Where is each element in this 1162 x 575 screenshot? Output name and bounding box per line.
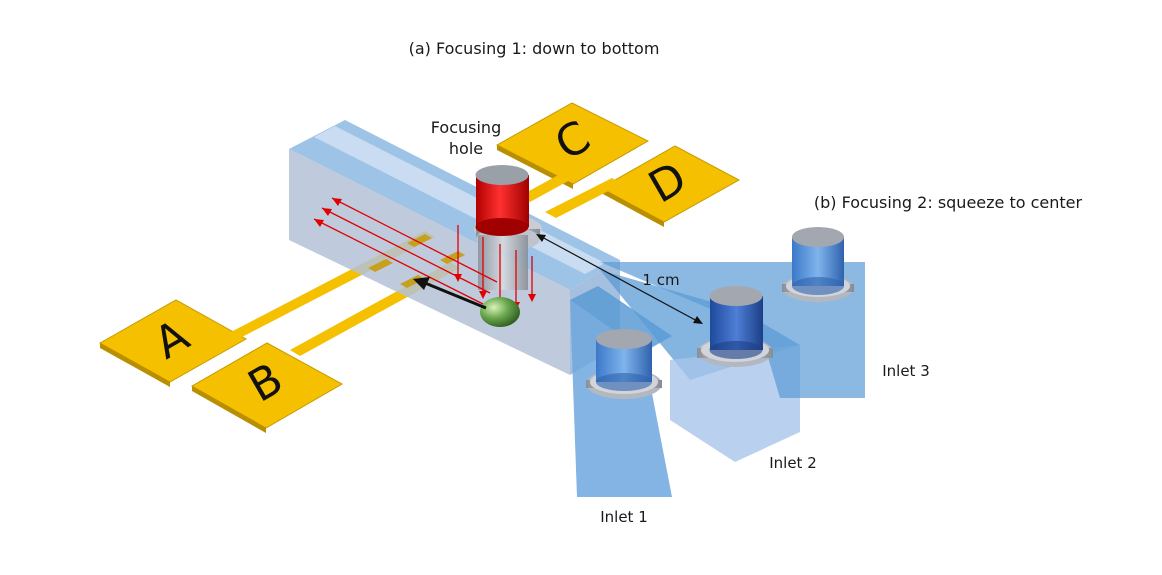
focusing-arrows — [313, 197, 536, 310]
title-focusing-2: (b) Focusing 2: squeeze to center — [814, 193, 1083, 212]
inlet-2-post — [697, 286, 773, 367]
focusing-hole-post — [474, 165, 542, 290]
electrode-d — [545, 145, 741, 227]
focusing-hole-label-line1: Focusing — [431, 118, 501, 137]
particle — [480, 297, 520, 327]
flow-direction-arrow — [413, 277, 487, 310]
focusing-hole-label-line2: hole — [449, 139, 483, 158]
inlet-2-label: Inlet 2 — [769, 454, 817, 472]
distance-label: 1 cm — [642, 271, 679, 289]
inlet-3-label: Inlet 3 — [882, 362, 930, 380]
title-focusing-1: (a) Focusing 1: down to bottom — [409, 39, 660, 58]
inlet-3-post — [782, 227, 854, 302]
inlet-1-post — [586, 329, 662, 399]
inlet-1-label: Inlet 1 — [600, 508, 648, 526]
electrode-c — [495, 102, 650, 202]
distance-arrow — [536, 234, 703, 324]
